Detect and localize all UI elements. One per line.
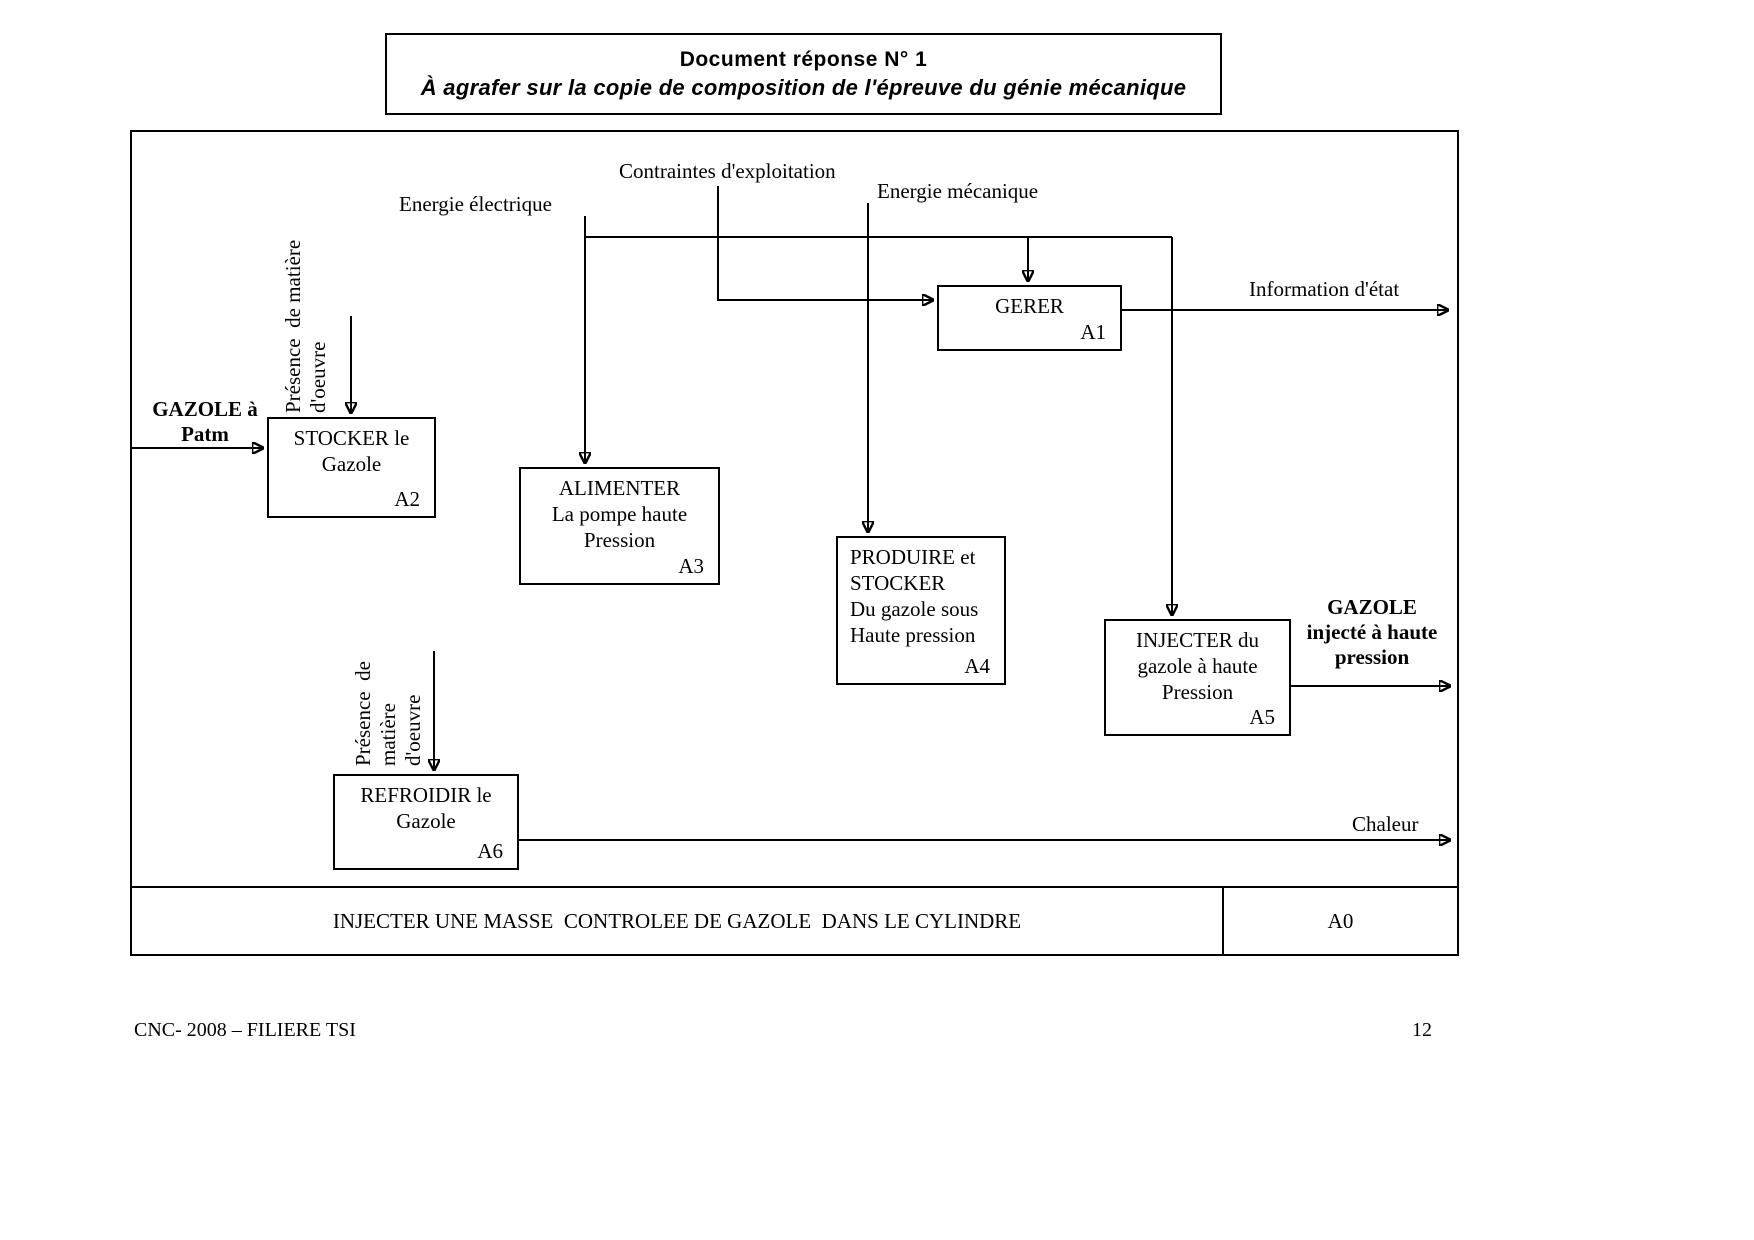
function-box-a4-produire-stocker: PRODUIRE et STOCKER Du gazole sous Haute…: [836, 536, 1006, 685]
function-box-a6-refroidir: REFROIDIR le Gazole A6: [333, 774, 519, 870]
box-a4-label: PRODUIRE et STOCKER Du gazole sous Haute…: [850, 545, 979, 647]
box-a1-id: A1: [1080, 320, 1106, 344]
label-presence-matiere-oeuvre-a2: Présence de matière d'oeuvre: [281, 239, 330, 413]
footer-exam-reference: CNC- 2008 – FILIERE TSI: [134, 1019, 356, 1041]
label-energie-mecanique: Energie mécanique: [877, 179, 1039, 203]
box-a5-label: INJECTER du gazole à haute Pression: [1135, 628, 1260, 704]
box-a6-label: REFROIDIR le Gazole: [360, 783, 492, 833]
label-presence-matiere-oeuvre-a6: Présence de matière d'oeuvre: [351, 661, 425, 766]
bottom-band-a0: INJECTER UNE MASSE CONTROLEE DE GAZOLE D…: [130, 886, 1459, 956]
label-information-etat: Information d'état: [1249, 277, 1400, 301]
footer-page-number: 12: [1412, 1019, 1432, 1041]
title-box: Document réponse N° 1 À agrafer sur la c…: [385, 33, 1222, 115]
box-a2-id: A2: [394, 487, 420, 511]
a0-function-label: INJECTER UNE MASSE CONTROLEE DE GAZOLE D…: [332, 908, 1022, 933]
a0-id: A0: [1222, 888, 1457, 954]
label-gazole-injecte: GAZOLE injecté à haute pression: [1306, 595, 1438, 669]
box-a5-id: A5: [1249, 705, 1275, 729]
document-subtitle: À agrafer sur la copie de composition de…: [420, 74, 1187, 100]
label-energie-electrique: Energie électrique: [399, 192, 552, 216]
label-chaleur: Chaleur: [1352, 812, 1419, 836]
function-box-a2-stocker: STOCKER le Gazole A2: [267, 417, 436, 518]
document-title: Document réponse N° 1: [679, 47, 928, 71]
function-box-a3-alimenter: ALIMENTER La pompe haute Pression A3: [519, 467, 720, 585]
box-a6-id: A6: [477, 839, 503, 863]
box-a3-label: ALIMENTER La pompe haute Pression: [551, 476, 688, 552]
label-gazole-patm: GAZOLE à Patm: [152, 397, 258, 446]
function-box-a1-gerer: GERER A1: [937, 285, 1122, 351]
box-a4-id: A4: [964, 654, 990, 678]
box-a1-label: GERER: [995, 294, 1064, 318]
label-contraintes-exploitation: Contraintes d'exploitation: [619, 159, 836, 183]
box-a3-id: A3: [678, 554, 704, 578]
function-box-a5-injecter: INJECTER du gazole à haute Pression A5: [1104, 619, 1291, 736]
box-a2-label: STOCKER le Gazole: [293, 426, 410, 476]
